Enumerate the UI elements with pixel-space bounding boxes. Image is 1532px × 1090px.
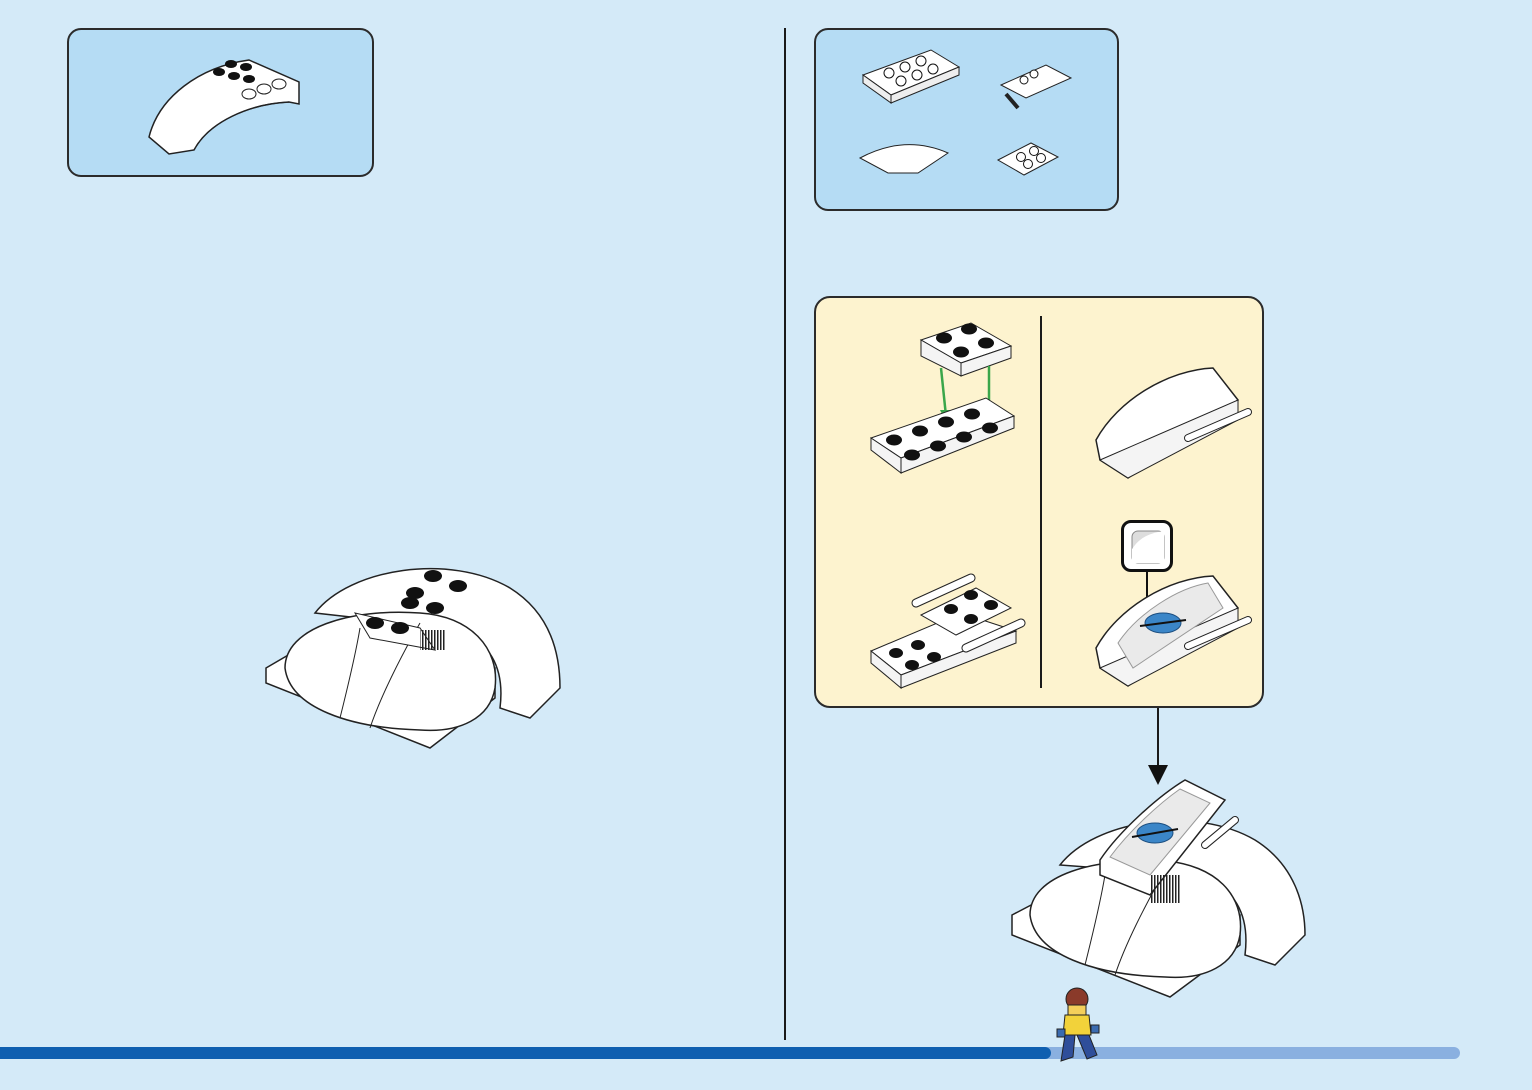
minifigure-icon	[1055, 985, 1105, 1065]
sub-assembly-divider	[1040, 316, 1042, 688]
plate-with-bar-icon	[996, 60, 1076, 110]
plate-2x2-icon	[996, 135, 1066, 185]
sub-step-1-diagram	[866, 318, 1026, 488]
page-divider	[784, 28, 786, 1040]
sub-step-3-diagram	[866, 573, 1036, 693]
curved-slope-icon	[858, 138, 958, 188]
curved-arch-brick-icon	[139, 42, 319, 162]
sticker-icon	[1130, 529, 1166, 565]
parts-list-right	[814, 28, 1119, 211]
parts-list-left	[67, 28, 374, 177]
sticker-callout-box	[1121, 520, 1173, 572]
sub-step-2-diagram	[1088, 360, 1258, 490]
sub-step-4-diagram	[1088, 568, 1258, 698]
assembly-arrow-line	[1157, 708, 1159, 768]
progress-bar-fill	[0, 1047, 1051, 1059]
sub-assembly-box	[814, 296, 1264, 708]
plate-2x4-icon	[861, 45, 961, 105]
left-model-assembly	[260, 558, 570, 758]
right-model-assembly	[1010, 775, 1310, 1005]
